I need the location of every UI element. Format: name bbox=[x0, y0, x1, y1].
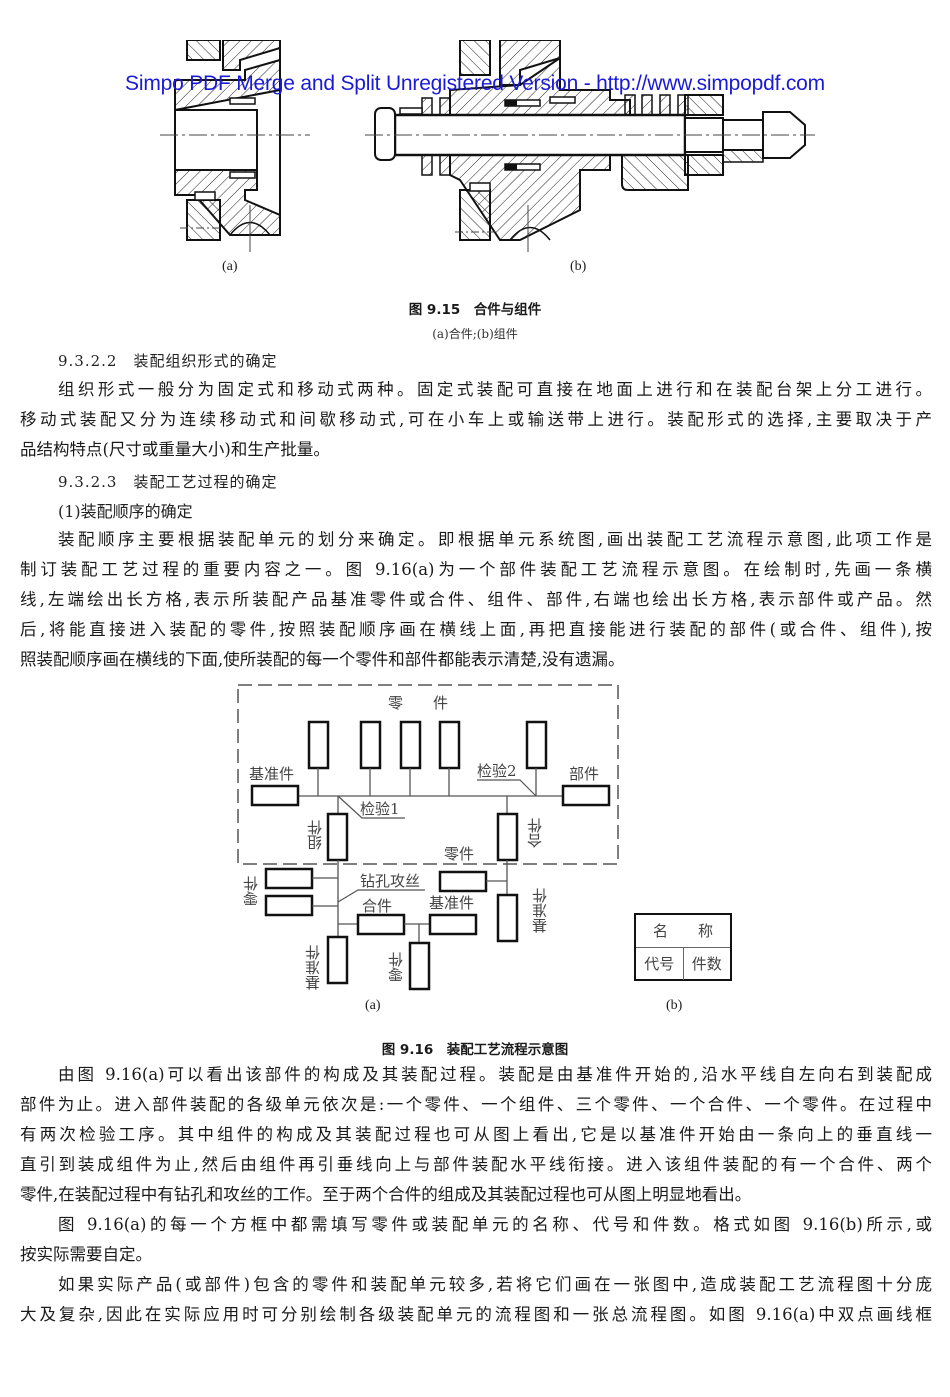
figure-9-15-subcaption: (a)合件;(b)组件 bbox=[432, 327, 518, 341]
label-part-bottom: 零件 bbox=[387, 952, 405, 982]
text-line: 装配顺序主要根据装配单元的划分来确定。即根据单元系统图,画出装配工艺流程示意图,… bbox=[58, 530, 932, 549]
text-line: 直引到装成组件为止,然后由组件再引垂线向上与部件装配水平线衔接。进入该组件装配的… bbox=[20, 1155, 932, 1174]
text-line: 品结构特点(尺寸或重量大小)和生产批量。 bbox=[20, 440, 330, 459]
figure-9-16b-format-table: 名 称 代号 件数 bbox=[634, 913, 732, 981]
label-inspection-2: 检验2 bbox=[477, 762, 517, 780]
table-cell-name: 名 称 bbox=[636, 915, 730, 948]
paragraph-organization-form: 组织形式一般分为固定式和移动式两种。固定式装配可直接在地面上进行和在装配台架上分… bbox=[20, 375, 932, 465]
section-heading-9-3-2-2: 9.3.2.2 装配组织形式的确定 bbox=[58, 352, 278, 370]
text-line: 大及复杂,因此在实际应用时可分别绘制各级装配单元的流程图和一张总流程图。如图 9… bbox=[20, 1305, 932, 1324]
label-base-part-right-vertical: 基准件 bbox=[531, 888, 549, 933]
label-part-mid: 零件 bbox=[444, 845, 475, 863]
text-line: 后,将能直接进入装配的零件,按照装配顺序画在横线上面,再把直接能进行装配的部件(… bbox=[20, 620, 932, 639]
label-drill-tap: 钻孔攻丝 bbox=[360, 872, 421, 890]
label-base-part-bottom-right: 基准件 bbox=[429, 894, 475, 912]
label-component: 组件 bbox=[306, 820, 324, 850]
text-line: 组织形式一般分为固定式和移动式两种。固定式装配可直接在地面上进行和在装配台架上分… bbox=[58, 380, 932, 399]
subsection-heading-assembly-order: (1)装配顺序的确定 bbox=[58, 502, 193, 521]
figure-9-16a-flow-diagram bbox=[237, 684, 619, 991]
table-cell-code: 代号 bbox=[636, 948, 684, 980]
text-line: 线,左端绘出长方格,表示所装配产品基准零件或合件、组件、部件,右端也绘出长方格,… bbox=[20, 590, 932, 609]
text-line: 由图 9.16(a)可以看出该部件的构成及其装配过程。装配是由基准件开始的,沿水… bbox=[58, 1065, 932, 1084]
figure-9-16b-label: (b) bbox=[666, 998, 683, 1013]
figure-9-16-caption: 图 9.16 装配工艺流程示意图 bbox=[381, 1042, 569, 1058]
text-line: 部件为止。进入部件装配的各级单元依次是:一个零件、一个组件、三个零件、一个合件、… bbox=[20, 1095, 932, 1114]
label-subassembly-right: 合件 bbox=[526, 818, 544, 848]
label-inspection-1: 检验1 bbox=[360, 800, 400, 818]
label-product-right: 部件 bbox=[569, 765, 600, 783]
paragraph-figure-explanation: 由图 9.16(a)可以看出该部件的构成及其装配过程。装配是由基准件开始的,沿水… bbox=[20, 1060, 932, 1210]
figure-9-16a-label: (a) bbox=[365, 998, 381, 1013]
figure-9-15a-drawing bbox=[160, 40, 310, 252]
text-line: 按实际需要自定。 bbox=[20, 1245, 152, 1264]
pdf-watermark: Simpo PDF Merge and Split Unregistered V… bbox=[125, 72, 825, 95]
text-line: 移动式装配又分为连续移动式和间歇移动式,可在小车上或输送带上进行。装配形式的选择… bbox=[20, 410, 932, 429]
label-base-part-bottom-left: 基准件 bbox=[304, 945, 322, 990]
figure-9-15a-label: (a) bbox=[222, 259, 238, 274]
label-base-part-left: 基准件 bbox=[249, 765, 295, 783]
section-heading-9-3-2-3: 9.3.2.3 装配工艺过程的确定 bbox=[58, 473, 278, 491]
figure-9-15b-label: (b) bbox=[570, 259, 587, 274]
label-parts-top: 零 件 bbox=[388, 694, 449, 712]
paragraph-assembly-order: 装配顺序主要根据装配单元的划分来确定。即根据单元系统图,画出装配工艺流程示意图,… bbox=[20, 525, 932, 675]
text-line: 图 9.16(a)的每一个方框中都需填写零件或装配单元的名称、代号和件数。格式如… bbox=[58, 1215, 932, 1234]
text-line: 制订装配工艺过程的重要内容之一。图 9.16(a)为一个部件装配工艺流程示意图。… bbox=[20, 560, 932, 579]
paragraph-box-format: 图 9.16(a)的每一个方框中都需填写零件或装配单元的名称、代号和件数。格式如… bbox=[20, 1210, 932, 1270]
figure-9-15b-drawing bbox=[365, 40, 815, 252]
figure-9-15-caption: 图 9.15 合件与组件 bbox=[408, 302, 542, 318]
text-line: 零件,在装配过程中有钻孔和攻丝的工作。至于两个合件的组成及其装配过程也可从图上明… bbox=[20, 1185, 752, 1204]
label-parts-left: 零件 bbox=[242, 876, 260, 906]
table-cell-quantity: 件数 bbox=[691, 955, 722, 973]
text-line: 如果实际产品(或部件)包含的零件和装配单元较多,若将它们画在一张图中,造成装配工… bbox=[58, 1275, 932, 1294]
text-line: 有两次检验工序。其中组件的构成及其装配过程也可从图上看出,它是以基准件开始由一条… bbox=[20, 1125, 932, 1144]
label-subassembly-bottom: 合件 bbox=[362, 897, 393, 915]
text-line: 照装配顺序画在横线的下面,使所装配的每一个零件和部件都能表示清楚,没有遗漏。 bbox=[20, 650, 625, 669]
paragraph-complex-products: 如果实际产品(或部件)包含的零件和装配单元较多,若将它们画在一张图中,造成装配工… bbox=[20, 1270, 932, 1330]
